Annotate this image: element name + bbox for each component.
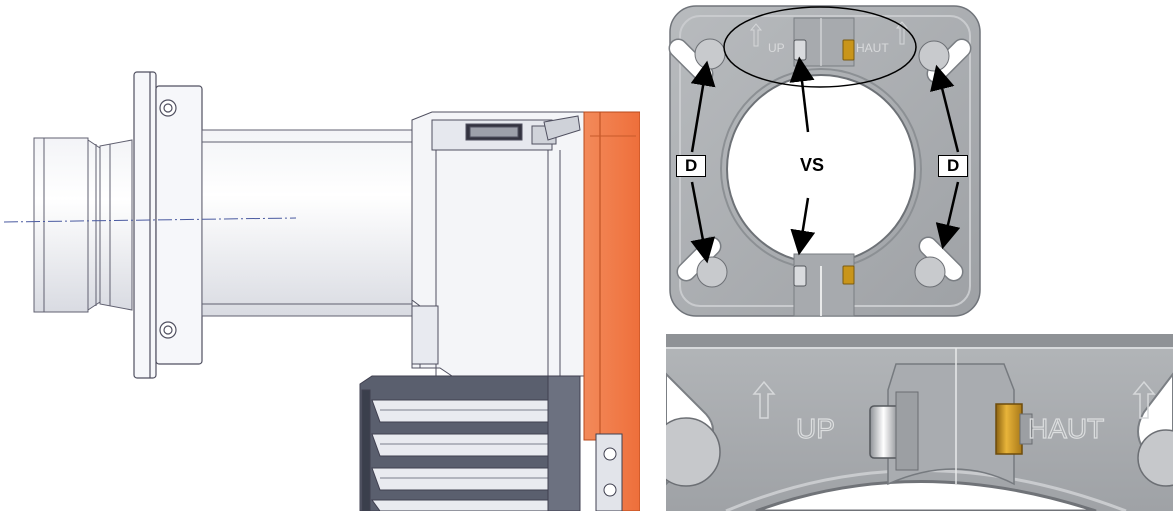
- screw-icon: [914, 256, 946, 288]
- nut-icon: [842, 265, 855, 285]
- blast-tube: [201, 129, 413, 317]
- up-arrow-icon: [752, 380, 776, 419]
- detail-up-mark: UP: [796, 413, 835, 444]
- screw-icon: [1137, 429, 1173, 487]
- plate-haut-mark: HAUT: [856, 41, 889, 55]
- nut-icon: [995, 403, 1023, 455]
- screw-icon: [918, 40, 950, 72]
- up-arrow-icon: [895, 21, 909, 45]
- detail-haut-mark: HAUT: [1028, 413, 1104, 444]
- burner-body-orange: [583, 111, 640, 511]
- burner-drawing: [0, 50, 640, 511]
- screw-icon: [696, 256, 728, 288]
- screw-icon: [694, 38, 726, 70]
- callout-arrows: [690, 56, 961, 264]
- plate-detail-view: UP HAUT: [666, 334, 1173, 511]
- screw-icon: [793, 39, 807, 61]
- screw-icon: [603, 447, 617, 461]
- screw-icon: [603, 483, 617, 497]
- callout-d-right: D: [938, 155, 969, 177]
- up-arrow-icon: [749, 23, 763, 47]
- nut-icon: [842, 39, 855, 61]
- motor-fan-housing: [359, 375, 623, 511]
- callout-d-left: D: [676, 155, 707, 177]
- plate-up-mark: UP: [768, 41, 785, 55]
- callout-vs: VS: [792, 155, 833, 175]
- burner-housing: [411, 111, 601, 377]
- up-arrow-icon: [1132, 380, 1156, 419]
- highlight-ellipse: [723, 6, 917, 88]
- screw-icon: [159, 99, 177, 117]
- nozzle-head: [33, 137, 133, 313]
- screw-icon: [793, 265, 807, 287]
- screw-icon: [666, 417, 721, 487]
- screw-icon: [159, 321, 177, 339]
- mounting-plate-diagram: UP HAUT D VS D: [668, 4, 982, 318]
- mounting-flange: [133, 71, 203, 379]
- centre-line: [3, 217, 297, 223]
